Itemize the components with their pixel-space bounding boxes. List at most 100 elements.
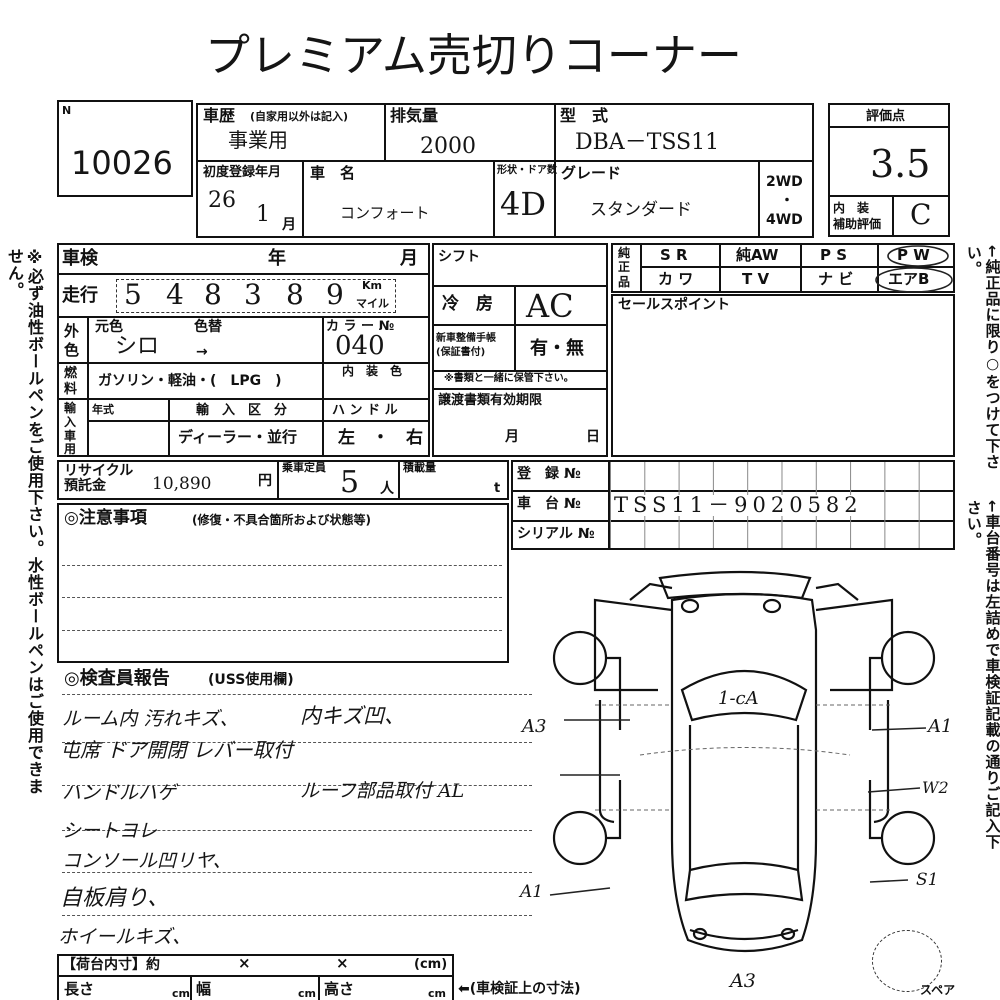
interior-score-value: C xyxy=(910,198,932,231)
mileage-unit-km: Km xyxy=(362,279,382,292)
import-year-label: 年式 xyxy=(92,403,114,416)
equipment-side-label: 純正品 xyxy=(618,246,631,289)
report-line-6: シートヨレ xyxy=(62,820,158,842)
side-note-left: ※必ず油性ボールペンをご使用下さい。水性ボールペンはご使用できません。 xyxy=(5,248,44,795)
manual-value: 有・無 xyxy=(530,338,584,359)
color-orig-value: シロ xyxy=(115,334,160,359)
report-line-8: 自板肩り、 xyxy=(60,886,170,911)
page-title: プレミアム売切りコーナー xyxy=(205,29,742,82)
interior-color-label: 内 装 色 xyxy=(342,364,403,378)
ac-value: AC xyxy=(526,287,574,325)
mileage-digit-1: 5 xyxy=(124,278,142,311)
car-name-label: 車 名 xyxy=(310,164,356,182)
cargo-cert-note: ⬅(車検証上の寸法) xyxy=(458,981,581,997)
mileage-digit-6: 9 xyxy=(326,278,344,311)
mark-right-c: S1 xyxy=(916,870,939,890)
drive-dot: ・ xyxy=(780,193,794,209)
color-side-label: 外色 xyxy=(64,322,80,359)
doors-label: 形状・ドア数 xyxy=(497,165,557,176)
capacity-unit: 人 xyxy=(380,481,394,497)
color-no-label: カ ラ ー № xyxy=(326,319,395,334)
mileage-digit-2: 4 xyxy=(166,278,184,311)
spare-circle xyxy=(872,930,942,992)
equipment-grid xyxy=(611,243,955,293)
interior-score-label: 内 装 補助評価 xyxy=(833,201,882,231)
notes-sub: (修復・不具合箇所および状態等) xyxy=(192,513,371,527)
shift-label: シフト xyxy=(438,249,480,265)
side-note-right-bottom: ←車台番号は左詰めで車検証記載の通りご記入下さい。 xyxy=(964,500,1000,850)
grade-value: スタンダード xyxy=(590,200,692,220)
history-label: 車歴 xyxy=(203,106,236,125)
handle-label: ハ ン ド ル xyxy=(332,403,398,418)
equip-aw: 純AW xyxy=(736,246,779,264)
color-orig-label: 元色 xyxy=(95,319,123,335)
transfer-month: 月 xyxy=(505,429,519,445)
lot-number: 10026 xyxy=(71,144,173,182)
registration-label: 登 録 № xyxy=(517,466,581,482)
cargo-width-cm: cm xyxy=(298,987,316,1000)
mark-left-b: A1 xyxy=(520,882,544,902)
spare-label: スペア xyxy=(920,983,956,997)
mileage-digit-3: 8 xyxy=(204,278,222,311)
cargo-x2: × xyxy=(336,954,349,972)
cargo-height-cm: cm xyxy=(428,987,446,1000)
color-no-value: 040 xyxy=(335,331,385,361)
transfer-label: 譲渡書類有効期限 xyxy=(438,393,543,408)
report-line-7: コンソール凹リヤ、 xyxy=(62,850,232,872)
color-change-label: 色替 xyxy=(194,319,222,335)
load-label: 積載量 xyxy=(403,461,436,474)
equip-sr: S R xyxy=(660,246,688,264)
mileage-digit-4: 3 xyxy=(244,278,262,311)
ac-label: 冷 房 xyxy=(442,294,493,314)
first-reg-year: 26 xyxy=(208,188,236,213)
notes-label: ◎注意事項 xyxy=(64,508,147,528)
report-line-2: 内キズ凹、 xyxy=(300,704,405,728)
equip-kawa: カ ワ xyxy=(658,270,694,288)
mileage-digit-boxes xyxy=(116,279,396,313)
equip-pw: P W xyxy=(897,246,930,264)
vehicle-info-middle xyxy=(57,243,430,457)
report-line-5: ルーフ部品取付 AL xyxy=(300,780,465,802)
color-arrow: → xyxy=(196,344,208,360)
displacement-label: 排気量 xyxy=(390,106,439,125)
load-unit: t xyxy=(494,481,501,496)
model-code-label: 型 式 xyxy=(560,106,609,125)
report-sub: (USS使用欄) xyxy=(208,672,294,688)
chassis-label: 車 台 № xyxy=(517,496,581,512)
mark-bottom: A3 xyxy=(730,970,756,992)
chassis-value: TSS11－9020582 xyxy=(614,493,863,517)
import-side-label: 輸入車用 xyxy=(64,401,77,457)
capacity-label: 乗車定員 xyxy=(282,461,326,474)
capacity-value: 5 xyxy=(340,465,360,500)
report-label: ◎検査員報告 xyxy=(64,668,170,689)
import-class-label: 輸 入 区 分 xyxy=(196,403,288,418)
mark-windshield: 1-cA xyxy=(718,688,759,709)
cargo-unit: (cm) xyxy=(414,957,448,972)
cargo-x1: × xyxy=(238,954,251,972)
model-code-value: DBA－TSS11 xyxy=(575,130,720,155)
history-value: 事業用 xyxy=(228,128,288,152)
import-class-value: ディーラー・並行 xyxy=(178,428,297,446)
report-line-4: ハンドルハゲ xyxy=(62,782,177,804)
fuel-options: ガソリン・軽油・( LPG ) xyxy=(98,373,282,389)
cargo-width: 幅 xyxy=(196,980,212,998)
score-box: 評価点 3.5 内 装 補助評価 C xyxy=(828,103,950,237)
shift-ac-block xyxy=(432,243,608,457)
inspection-label: 車検 xyxy=(62,248,98,269)
equipment-circles xyxy=(875,245,953,293)
equip-navi: ナ ビ xyxy=(818,270,854,288)
cargo-length: 長さ xyxy=(64,980,95,998)
equip-airbag: エアB xyxy=(888,270,930,288)
inspection-month: 月 xyxy=(400,248,418,269)
first-reg-month: 1 xyxy=(256,202,270,227)
equip-tv: T V xyxy=(742,270,770,288)
first-reg-label: 初度登録年月 xyxy=(203,165,282,180)
drive-2wd: 2WD xyxy=(766,174,803,190)
recycle-block xyxy=(57,460,509,500)
manual-label: 新車整備手帳 (保証書付) xyxy=(436,333,496,358)
mileage-unit-mile: マイル xyxy=(356,297,389,310)
inspection-year: 年 xyxy=(268,248,286,269)
drive-4wd: 4WD xyxy=(766,212,803,228)
handle-value: 左 ・ 右 xyxy=(338,428,423,448)
cargo-label: 【荷台内寸】約 xyxy=(62,957,160,973)
